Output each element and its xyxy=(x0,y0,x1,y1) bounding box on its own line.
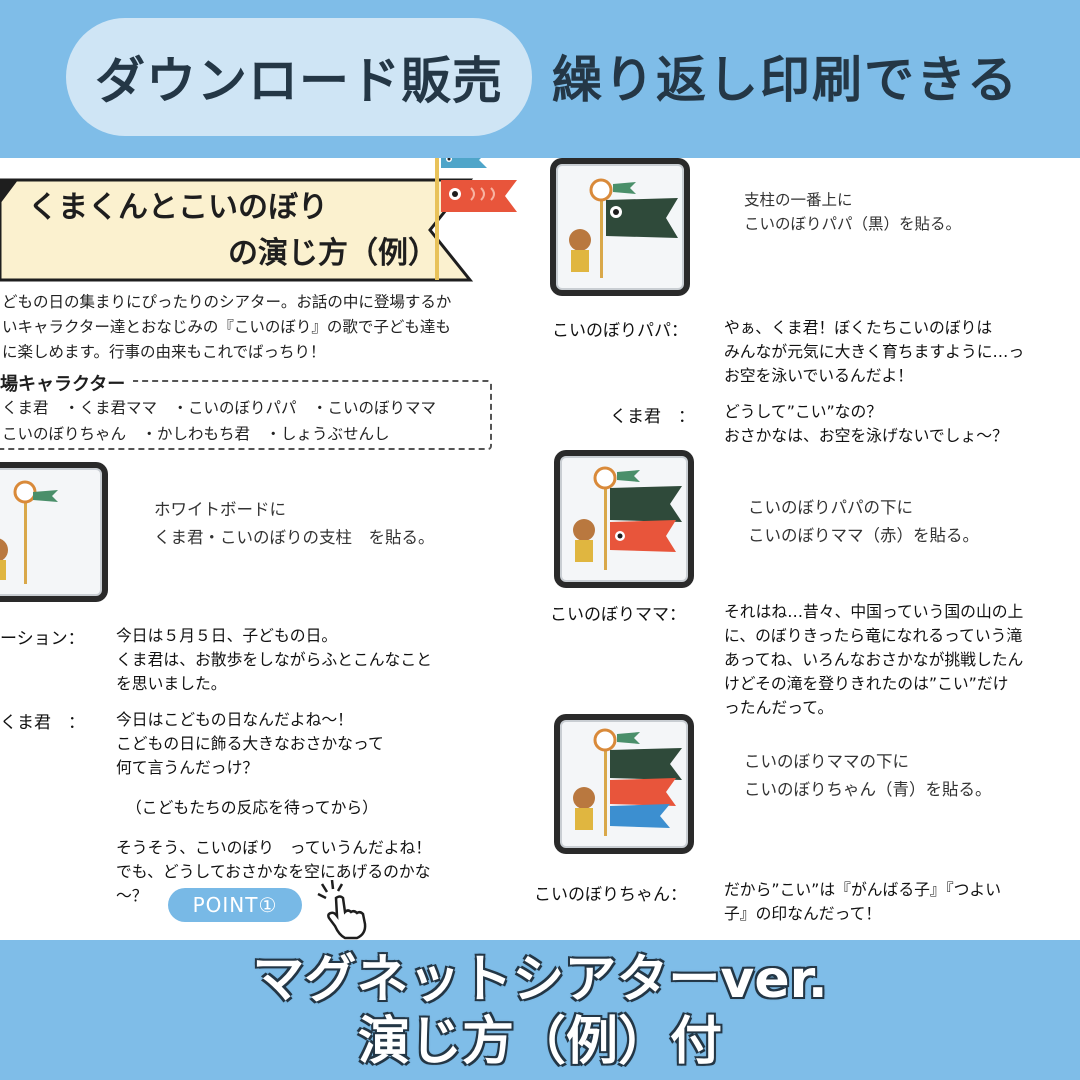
mama-koi-illustration-icon xyxy=(573,466,682,570)
caption-line: くま君・こいのぼりの支柱 を貼る。 xyxy=(154,528,435,547)
papa-speaker: こいのぼりパパ： xyxy=(552,321,688,341)
speech-line: やぁ、くま君！ぼくたちこいのぼりは xyxy=(724,318,993,337)
speech-line: 子』の印なんだって！ xyxy=(724,904,882,923)
whiteboard-photo-1 xyxy=(0,462,108,602)
footer-line1: マグネットシアターver. xyxy=(252,950,828,1010)
speech-line: そうそう、こいのぼり っていうんだよね！ xyxy=(116,838,432,857)
kuma-speech: 今日はこどもの日なんだよね～！ こどもの日に飾る大きなおさかなって 何て言うんだ… xyxy=(116,708,431,908)
kuma2-speech: どうして”こい”なの？ おさかなは、お空を泳げないでしょ～？ xyxy=(724,400,1008,448)
speech-line: けどその滝を登りきれたのは”こい”だけ xyxy=(724,674,1009,693)
narration-text: 今日は５月５日、子どもの日。 くま君は、お散歩をしながらふとこんなこと を思いま… xyxy=(116,624,432,696)
download-sale-badge: ダウンロード販売 xyxy=(66,18,532,136)
left-caption: ホワイトボードに くま君・こいのぼりの支柱 を貼る。 xyxy=(154,496,435,552)
speech-line: おさかなは、お空を泳げないでしょ～？ xyxy=(724,426,1008,445)
characters-heading: 場キャラクター xyxy=(0,370,134,396)
pole-and-bear-illustration-icon xyxy=(0,480,58,584)
mama-speech: それはね…昔々、中国っていう国の山の上 に、のぼりきったら竜になれるっていう滝 … xyxy=(724,600,1023,720)
chan-speaker: こいのぼりちゃん： xyxy=(534,885,687,905)
intro-text: どもの日の集まりにぴったりのシアター。お話の中に登場するか いキャラクター達とお… xyxy=(2,290,512,365)
doc-title-line2: の演じ方（例） xyxy=(228,236,438,271)
whiteboard-photo-4 xyxy=(554,714,694,854)
title-banner xyxy=(0,178,474,282)
doc-title-line1: くまくんとこいのぼり xyxy=(28,190,328,225)
speech-gap xyxy=(116,780,431,796)
speech-line: （こどもたちの反応を待ってから） xyxy=(126,798,378,817)
papa-speech: やぁ、くま君！ぼくたちこいのぼりは みんなが元気に大きく育ちますように…っ お空… xyxy=(724,316,1024,388)
speech-line: でも、どうしておさかなを空にあげるのかな xyxy=(116,862,431,881)
chan-speech: だから”こい”は『がんばる子』『つよい 子』の印なんだって！ xyxy=(724,878,1001,926)
right-caption-1: 支柱の一番上に こいのぼりパパ（黒）を貼る。 xyxy=(744,188,961,236)
speech-line: ったんだって。 xyxy=(724,698,834,717)
papa-koi-illustration-icon xyxy=(569,178,678,278)
characters-row: こいのぼりちゃん ・かしわもち君 ・しょうぶせんし xyxy=(2,425,390,443)
document-sheet: くまくんとこいのぼり の演じ方（例） どもの日の集まりにぴったりのシアター。お話… xyxy=(0,158,1080,940)
pointing-hand-icon xyxy=(317,880,367,940)
speech-line: くま君は、お散歩をしながらふとこんなこと xyxy=(116,650,432,669)
intro-line: いキャラクター達とおなじみの『こいのぼり』の歌で子ども達も xyxy=(2,318,451,336)
characters-row: くま君 ・くま君ママ ・こいのぼりパパ ・こいのぼりママ xyxy=(2,399,437,417)
reprint-tagline: 繰り返し印刷できる xyxy=(552,51,1019,109)
download-sale-text: ダウンロード販売 xyxy=(95,52,503,110)
speech-line: 今日はこどもの日なんだよね～！ xyxy=(116,710,353,729)
speech-line: を思いました。 xyxy=(116,674,227,693)
caption-line: こいのぼりちゃん（青）を貼る。 xyxy=(744,780,992,799)
characters-heading-text: 場キャラクター xyxy=(0,374,126,395)
speech-line: あってね、いろんなおさかなが挑戦したん xyxy=(724,650,1024,669)
caption-line: ホワイトボードに xyxy=(154,500,286,519)
kuma2-speaker: くま君 ： xyxy=(610,407,695,427)
caption-line: こいのぼりパパの下に xyxy=(748,498,913,517)
speech-line: こどもの日に飾る大きなおさかなって xyxy=(116,734,384,753)
chan-koi-illustration-icon xyxy=(573,728,682,836)
whiteboard-photo-3 xyxy=(554,450,694,588)
speech-line: どうして”こい”なの？ xyxy=(724,402,883,421)
whiteboard-photo-2 xyxy=(550,158,690,296)
characters-box: くま君 ・くま君ママ ・こいのぼりパパ ・こいのぼりママ こいのぼりちゃん ・か… xyxy=(0,380,492,450)
speech-line: に、のぼりきったら竜になれるっていう滝 xyxy=(724,626,1023,645)
mama-speaker: こいのぼりママ： xyxy=(550,605,686,625)
kuma-speaker: くま君 ： xyxy=(0,713,85,733)
speech-line: 今日は５月５日、子どもの日。 xyxy=(116,626,338,645)
intro-line: に楽しめます。行事の由来もこれでばっちり！ xyxy=(2,343,326,361)
right-caption-3: こいのぼりママの下に こいのぼりちゃん（青）を貼る。 xyxy=(744,748,992,804)
speech-line: 何て言うんだっけ？ xyxy=(116,758,259,777)
point-1-button[interactable]: POINT① xyxy=(168,888,302,922)
caption-line: こいのぼりママ（赤）を貼る。 xyxy=(748,526,979,545)
point-1-label: POINT① xyxy=(192,893,278,917)
speech-gap xyxy=(116,820,431,836)
koinobori-decoration-icon xyxy=(435,158,517,280)
speech-line: みんなが元気に大きく育ちますように…っ xyxy=(724,342,1025,361)
caption-line: こいのぼりパパ（黒）を貼る。 xyxy=(744,215,962,233)
speech-line: だから”こい”は『がんばる子』『つよい xyxy=(724,880,1002,899)
speech-line: ～？ xyxy=(116,886,148,905)
caption-line: 支柱の一番上に xyxy=(744,191,853,209)
intro-line: どもの日の集まりにぴったりのシアター。お話の中に登場するか xyxy=(2,293,452,311)
footer-banner: マグネットシアターver. 演じ方（例）付 xyxy=(0,944,1080,1080)
caption-line: こいのぼりママの下に xyxy=(744,752,909,771)
narration-speaker: ーション： xyxy=(0,629,85,649)
speech-line: お空を泳いでいるんだよ！ xyxy=(724,366,914,385)
speech-line: それはね…昔々、中国っていう国の山の上 xyxy=(724,602,1024,621)
right-caption-2: こいのぼりパパの下に こいのぼりママ（赤）を貼る。 xyxy=(748,494,979,550)
footer-line2: 演じ方（例）付 xyxy=(357,1012,722,1072)
